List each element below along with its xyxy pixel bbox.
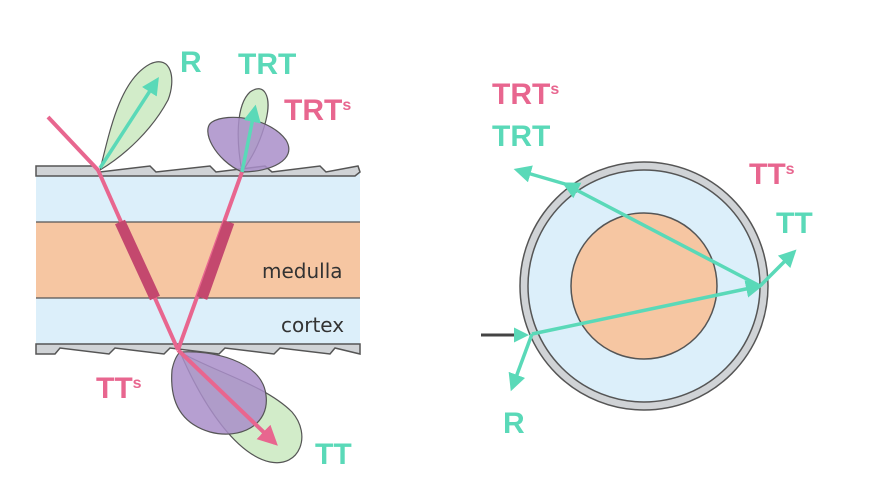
medulla-segment-down [115,219,160,301]
medulla-label: medulla [262,259,343,283]
trt-ray-arrow [240,104,261,173]
cuticle-top [35,165,361,177]
cortex-label: cortex [281,313,344,337]
right-tt-label: TT [776,207,813,240]
right-trt-label: TRT [492,120,550,153]
cortex-upper-layer [36,172,360,222]
cuticle-bottom [35,343,361,355]
left-tts-label: TTs [96,372,142,405]
trt-exit-arrow [513,165,566,186]
hair-cross-section [519,161,769,411]
medulla-segment-up [196,220,235,300]
left-r-label: R [180,46,202,79]
left-tt-label: TT [315,438,352,471]
external-rays [46,77,278,446]
right-trts-label: TRTs [492,78,559,111]
cross-section-rays [481,165,797,392]
cortex-lower-layer [36,298,360,346]
left-trts-label: TRTs [284,94,351,127]
right-tts-label: TTs [749,158,795,191]
r-exit-arrow [508,333,534,392]
incident-ray [46,115,100,172]
hair-strand-section [35,165,361,355]
right-r-label: R [503,407,525,440]
refracted-ray-cross [531,280,764,336]
left-trt-label: TRT [238,48,296,81]
internal-reflect-cross [561,182,761,288]
medulla-layer [36,222,360,298]
medulla-disc [570,212,718,360]
r-ray-arrow [98,77,159,169]
internal-rays [96,169,244,351]
tt-ray-arrow [176,348,278,446]
tt-exit-arrow [758,249,797,288]
